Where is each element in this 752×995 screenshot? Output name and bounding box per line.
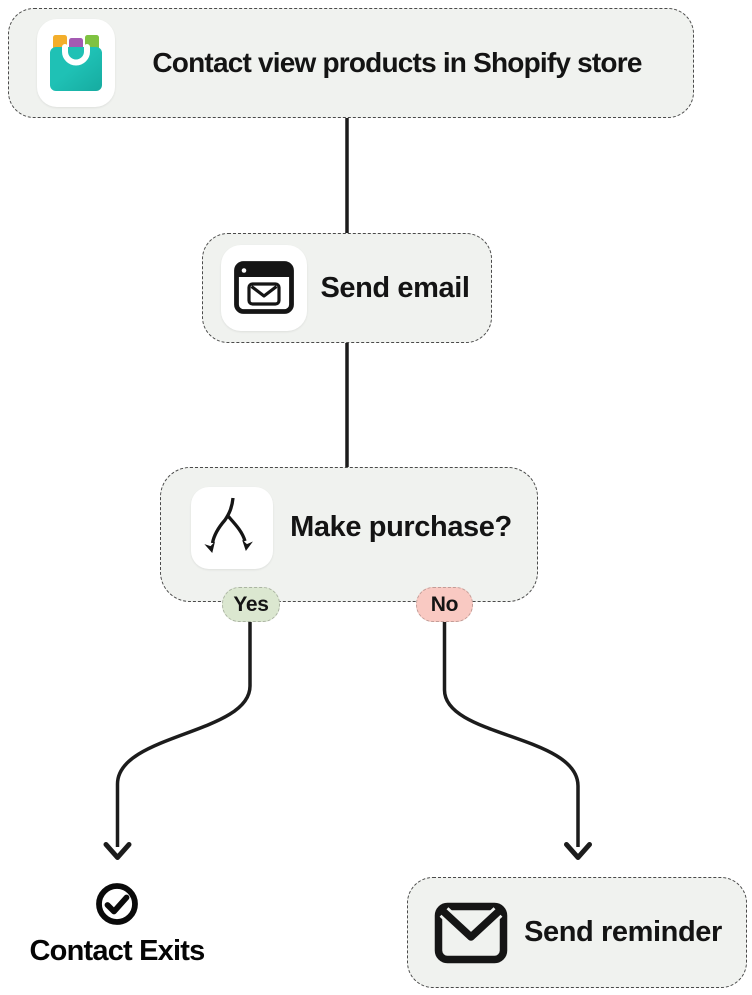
node-shopify-trigger[interactable]: Contact view products in Shopify store <box>8 8 694 118</box>
branch-yes-badge[interactable]: Yes <box>222 587 280 622</box>
node-send-reminder[interactable]: Send reminder <box>407 877 747 988</box>
send-email-label: Send email <box>320 271 470 304</box>
make-purchase-label: Make purchase? <box>290 511 512 543</box>
branch-split-icon <box>204 497 253 553</box>
arrowhead-yes-branch <box>103 842 132 860</box>
shopify-store-bag-icon <box>50 35 102 91</box>
contact-exits-label: Contact Exits <box>29 935 206 967</box>
connector-yes-branch <box>115 621 252 847</box>
check-circle-icon <box>96 883 138 925</box>
icon-tile <box>221 245 307 331</box>
arrowhead-no-branch <box>564 842 592 860</box>
icon-tile <box>191 486 273 569</box>
envelope-icon <box>434 902 508 963</box>
node-send-email[interactable]: Send email <box>202 233 492 343</box>
send-reminder-label: Send reminder <box>524 916 722 948</box>
icon-tile <box>37 19 115 107</box>
connector-no-branch <box>442 621 580 847</box>
trigger-label: Contact view products in Shopify store <box>152 47 642 78</box>
node-make-purchase[interactable]: Make purchase? <box>160 467 538 602</box>
branch-no-badge[interactable]: No <box>416 587 473 622</box>
browser-email-icon <box>234 261 294 314</box>
